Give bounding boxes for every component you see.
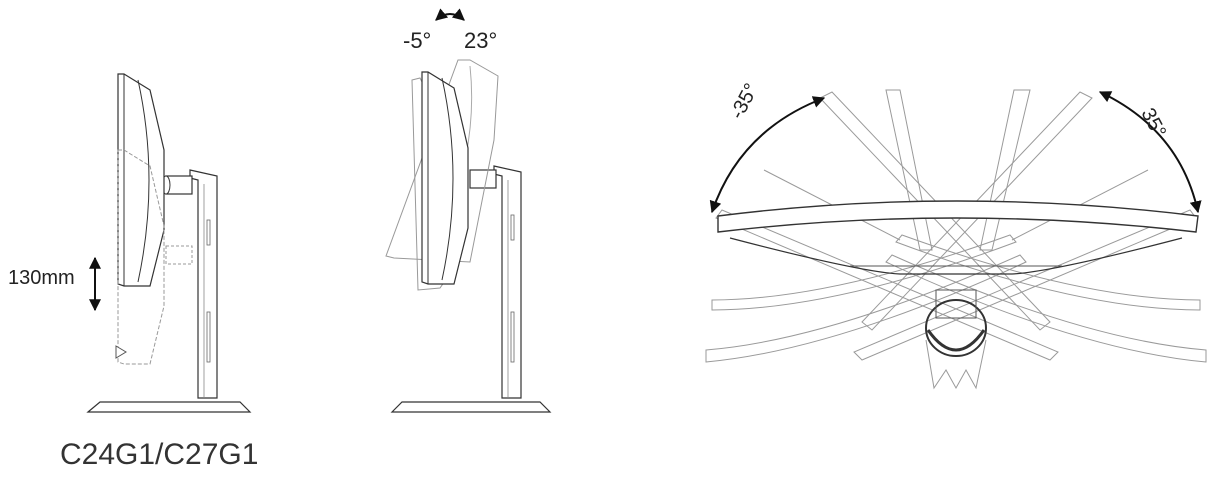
height-adjust-figure [86,73,252,413]
height-range-label: 130mm [8,267,75,289]
swivel-stand [925,299,987,357]
swivel-right-arrow [1098,91,1202,214]
monitor-upright [421,71,469,285]
stand-column [189,169,218,399]
model-caption: C24G1/C27G1 [60,438,259,471]
tilt-stand-column [493,165,522,399]
swivel-left-arrow [709,96,826,214]
tilt-forward-label: 23° [464,28,498,53]
monitor-upper [117,73,165,287]
swivel-figure [705,89,1207,390]
stand-base [86,401,252,413]
tilt-back-label: -5° [403,28,432,53]
monitor-main-screen [717,200,1199,233]
tilt-figure [385,8,552,413]
monitor-tilt-back [385,59,499,263]
tilt-stand-base [390,401,552,413]
tilt-arrow [435,8,465,21]
